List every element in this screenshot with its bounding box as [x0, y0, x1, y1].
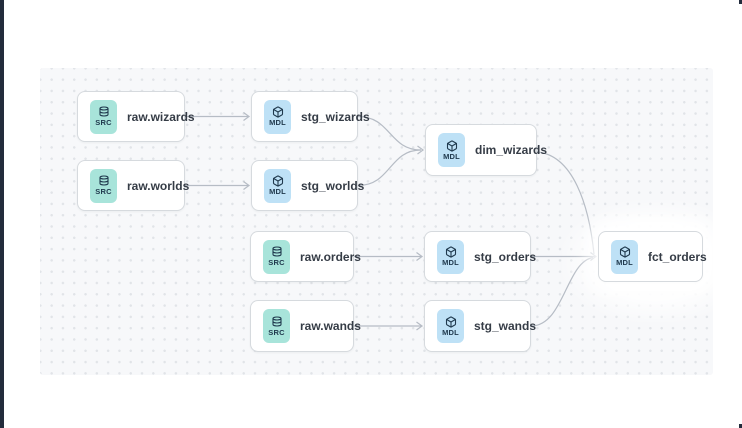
mdl-badge: MDL	[611, 239, 638, 274]
node-stg-wizards[interactable]: MDL stg_wizards	[251, 91, 370, 142]
lineage-canvas[interactable]: SRC raw.wizards MDL stg_wizards SRC raw.…	[40, 68, 742, 375]
node-label: raw.orders	[300, 249, 361, 264]
edge-stg_wizards-dim_wizards	[357, 115, 422, 151]
node-label: raw.worlds	[127, 178, 190, 193]
edge-arrow-icon	[416, 321, 424, 331]
node-raw-wands[interactable]: SRC raw.wands	[250, 300, 361, 352]
node-raw-worlds[interactable]: SRC raw.worlds	[77, 160, 189, 211]
node-stg-orders[interactable]: MDL stg_orders	[424, 231, 536, 282]
mdl-badge: MDL	[438, 133, 465, 167]
mdl-badge: MDL	[264, 99, 291, 134]
badge-label: SRC	[268, 258, 285, 268]
edge-arrow-icon	[417, 145, 425, 155]
mdl-badge: MDL	[437, 309, 464, 343]
model-cube-icon	[272, 175, 283, 187]
node-dim-wizards[interactable]: MDL dim_wizards	[425, 124, 547, 176]
window-corner-mark-top	[739, 0, 742, 4]
src-badge: SRC	[263, 239, 290, 274]
model-cube-icon	[445, 246, 456, 258]
edge-arrow-icon	[243, 181, 251, 190]
node-label: raw.wizards	[127, 109, 195, 124]
node-label: dim_wizards	[475, 143, 548, 157]
src-badge: SRC	[90, 168, 117, 203]
mdl-badge: MDL	[264, 168, 291, 203]
node-label: stg_worlds	[301, 178, 365, 193]
model-cube-icon	[446, 140, 457, 152]
badge-label: MDL	[443, 151, 460, 161]
node-label: raw.wands	[300, 319, 361, 333]
model-cube-icon	[272, 106, 283, 118]
edge-stg_wands-fct_orders	[530, 256, 594, 327]
badge-label: MDL	[269, 187, 286, 197]
badge-label: MDL	[442, 327, 459, 337]
model-cube-icon	[445, 316, 456, 328]
badge-label: SRC	[95, 187, 112, 197]
edge-arrow-icon	[590, 252, 598, 261]
node-label: fct_orders	[648, 249, 707, 264]
node-raw-orders[interactable]: SRC raw.orders	[250, 231, 361, 282]
edge-arrow-icon	[243, 112, 251, 121]
badge-label: MDL	[616, 258, 633, 268]
edge-stg_worlds-dim_wizards	[357, 149, 422, 187]
src-badge: SRC	[263, 309, 290, 343]
badge-label: MDL	[269, 118, 286, 128]
node-fct-orders[interactable]: MDL fct_orders	[598, 231, 707, 282]
node-raw-wizards[interactable]: SRC raw.wizards	[77, 91, 195, 142]
node-label: stg_wizards	[301, 109, 370, 124]
database-icon	[98, 106, 109, 117]
database-icon	[98, 175, 109, 186]
node-stg-worlds[interactable]: MDL stg_worlds	[251, 160, 364, 211]
badge-label: SRC	[268, 327, 285, 337]
edge-layer	[185, 112, 598, 331]
node-label: stg_orders	[474, 249, 537, 264]
window-edge-strip	[0, 0, 4, 428]
badge-label: MDL	[442, 258, 459, 268]
node-stg-wands[interactable]: MDL stg_wands	[424, 300, 536, 352]
node-label: stg_wands	[474, 319, 537, 333]
window-corner-mark-bottom	[739, 424, 742, 428]
src-badge: SRC	[90, 99, 117, 134]
model-cube-icon	[619, 246, 630, 258]
badge-label: SRC	[95, 118, 112, 128]
database-icon	[271, 316, 282, 327]
mdl-badge: MDL	[437, 239, 464, 274]
edge-dim_wizards-fct_orders	[536, 151, 595, 255]
edge-arrow-icon	[416, 252, 424, 261]
database-icon	[271, 246, 282, 257]
